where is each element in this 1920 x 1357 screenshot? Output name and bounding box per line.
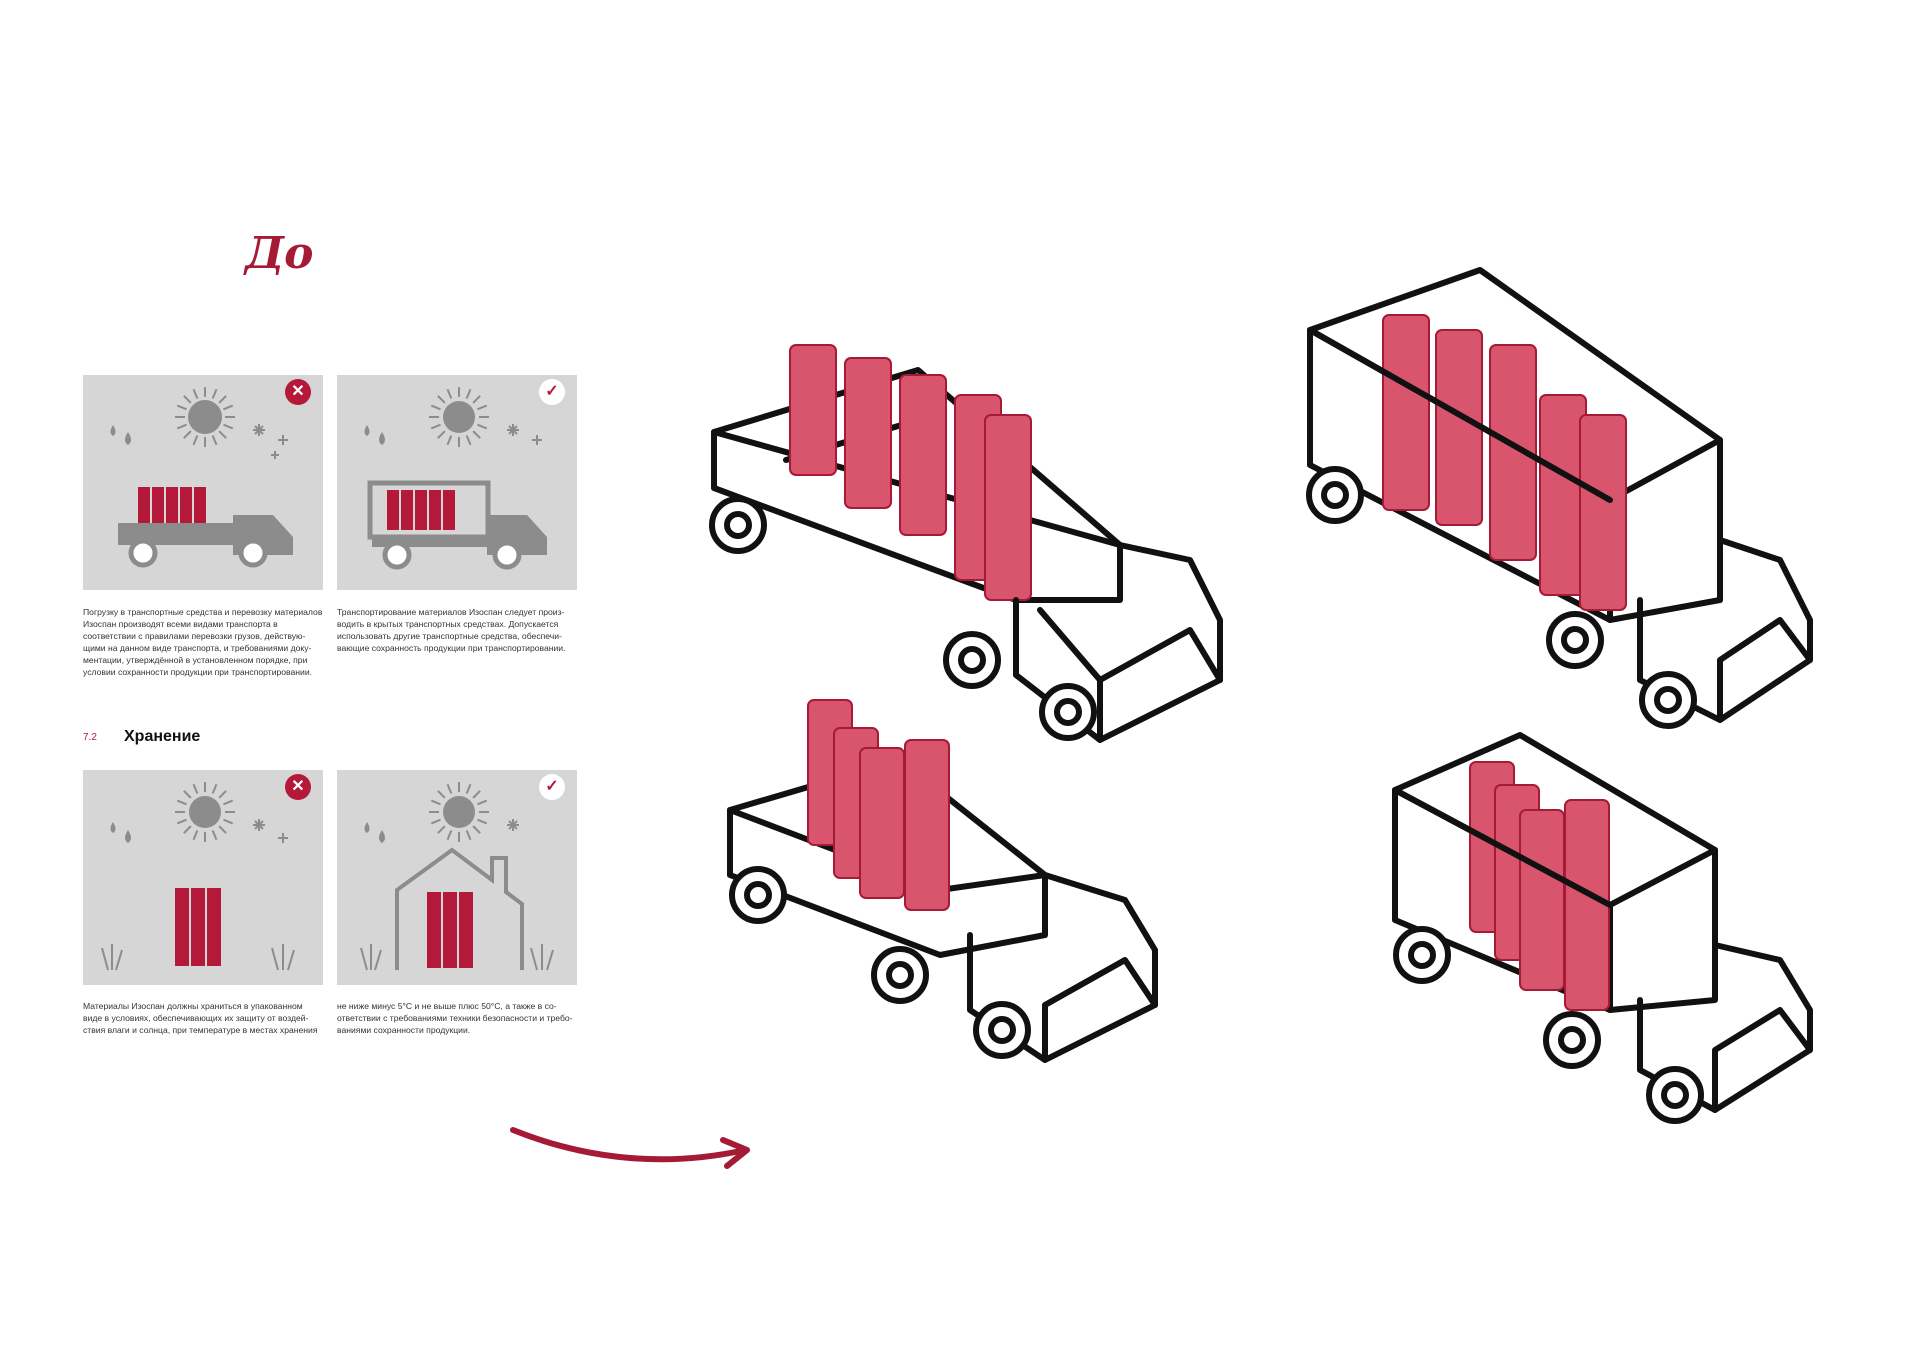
sun-icon xyxy=(443,796,475,828)
rolls xyxy=(427,892,473,968)
doc-panel-open-truck: ✕ xyxy=(83,375,323,590)
sun-icon xyxy=(188,400,222,434)
open-truck-1 xyxy=(709,344,1223,743)
sun-icon xyxy=(443,401,475,433)
grass-icon xyxy=(360,944,554,971)
caption-1: Погрузку в транспортные средства и перев… xyxy=(83,607,323,677)
covered-truck-4 xyxy=(1392,732,1813,1124)
sun-rays xyxy=(429,387,489,447)
doc-panel-outdoor-storage: ✕ xyxy=(83,770,323,985)
grass-icon xyxy=(101,944,295,971)
truck-icon xyxy=(118,515,293,568)
bad-badge-icon: ✕ xyxy=(285,379,311,405)
sun-icon xyxy=(189,796,221,828)
rolls xyxy=(387,490,455,530)
good-badge-icon: ✓ xyxy=(539,774,565,800)
open-truck-3 xyxy=(727,699,1158,1063)
sun-rays xyxy=(429,782,489,842)
sun-rays xyxy=(175,782,235,842)
sun-rays xyxy=(175,387,235,447)
drop-icon xyxy=(110,822,131,843)
house-icon xyxy=(395,847,524,970)
snowflake-icon xyxy=(253,424,288,459)
bad-badge-icon: ✕ xyxy=(285,774,311,800)
truck-icon xyxy=(367,480,547,570)
snowflake-icon xyxy=(507,819,519,831)
drop-icon xyxy=(110,425,131,445)
covered-truck-2 xyxy=(1306,267,1813,729)
doc-panel-house-storage: ✓ xyxy=(337,770,577,985)
drop-icon xyxy=(364,822,385,843)
handwritten-label: До xyxy=(245,228,314,279)
snowflake-icon xyxy=(253,819,288,843)
drop-icon xyxy=(364,425,385,445)
section-number: 7.2 xyxy=(83,732,97,743)
arrow-icon xyxy=(510,1127,750,1169)
doc-panel-covered-truck: ✓ xyxy=(337,375,577,590)
section-title: Хранение xyxy=(124,728,201,745)
rolls xyxy=(175,888,221,966)
snowflake-icon xyxy=(507,424,542,445)
caption-4: не ниже минус 5°С и не выше плюс 50°С, а… xyxy=(337,1001,573,1035)
caption-3: Материалы Изоспан должны храниться в упа… xyxy=(83,1001,318,1035)
caption-2: Транспортирование материалов Изоспан сле… xyxy=(337,607,566,653)
rolls xyxy=(138,487,206,523)
good-badge-icon: ✓ xyxy=(539,379,565,405)
